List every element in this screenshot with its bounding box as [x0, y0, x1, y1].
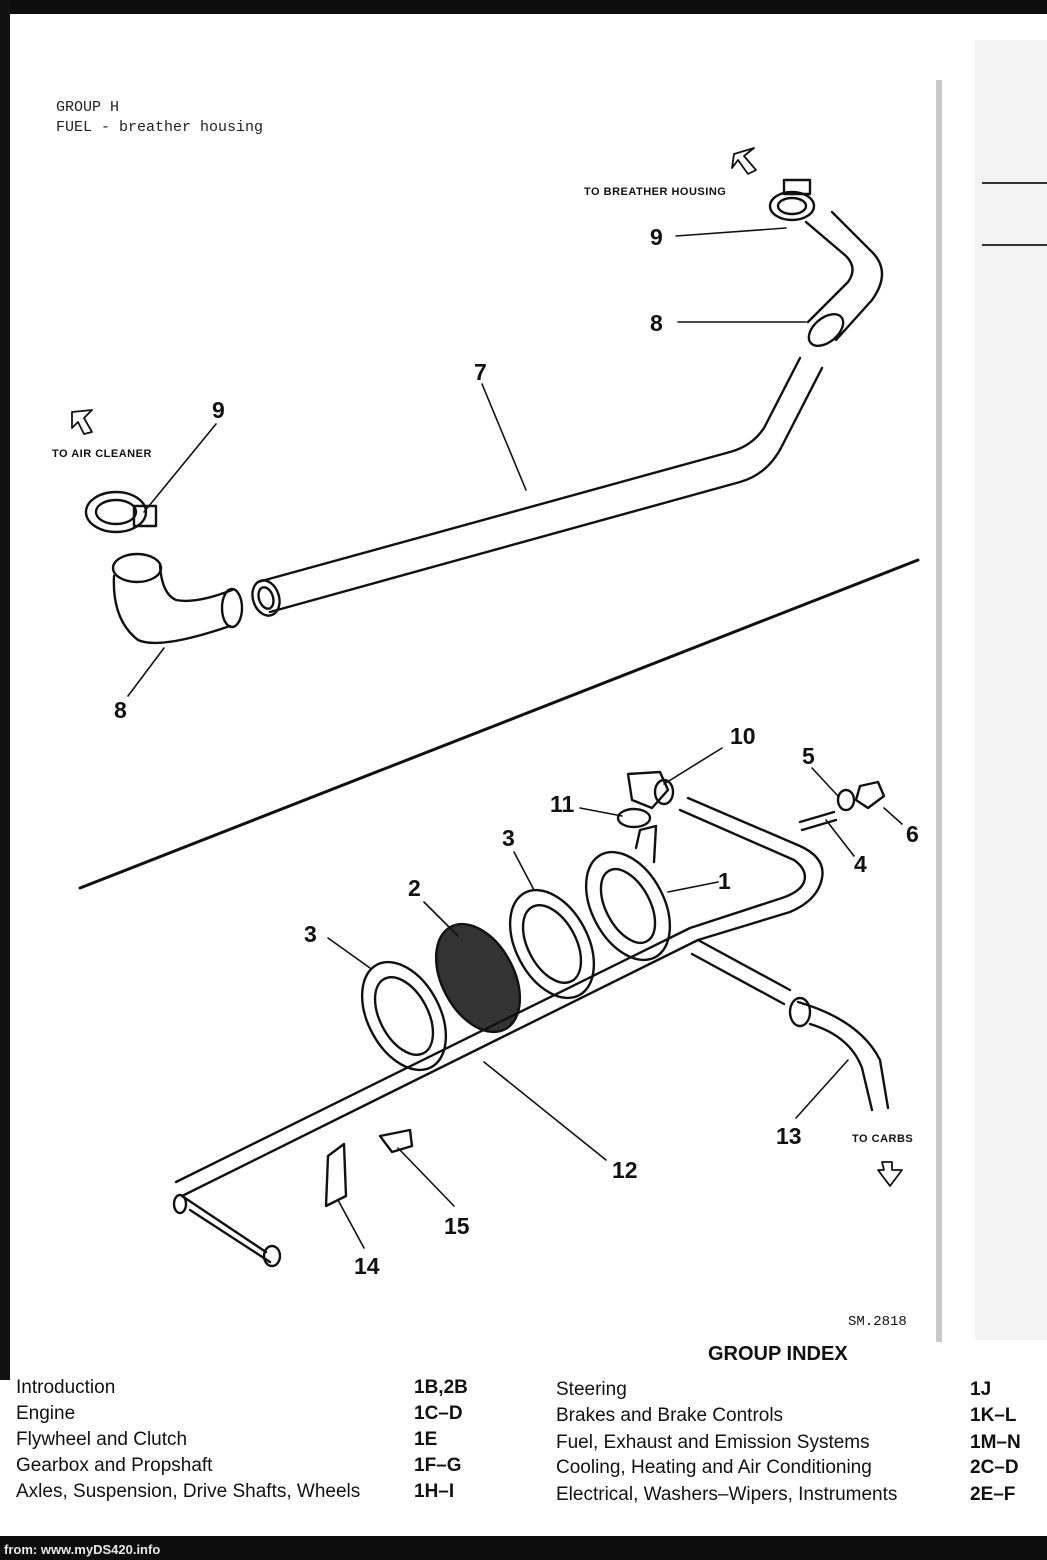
callout-3: 3	[304, 921, 317, 947]
callout-9: 9	[212, 397, 225, 423]
breather-housing	[584, 850, 672, 962]
callout-4: 4	[854, 851, 867, 877]
index-code-fuel-exhaust[interactable]: 1M–N	[970, 1432, 1021, 1453]
breather-pipe	[256, 356, 824, 614]
carb-hose	[796, 1000, 890, 1112]
upper-elbow-hose	[804, 210, 884, 342]
callout-15: 15	[444, 1213, 470, 1239]
stud	[798, 810, 838, 832]
pipe-clip	[378, 1128, 414, 1154]
breather-pipe-end	[251, 579, 281, 617]
note-to-breather-housing: TO BREATHER HOUSING	[584, 186, 726, 198]
scan-frame-left	[0, 0, 10, 1380]
index-item-cooling-heating[interactable]: Cooling, Heating and Air Conditioning	[556, 1457, 872, 1478]
index-item-engine[interactable]: Engine	[16, 1403, 76, 1424]
index-item-axles-suspension[interactable]: Axles, Suspension, Drive Shafts, Wheels	[16, 1481, 361, 1502]
index-code-axles-suspension[interactable]: 1H–I	[414, 1481, 455, 1502]
index-code-brakes[interactable]: 1K–L	[970, 1405, 1017, 1426]
callout-9: 9	[650, 224, 663, 250]
callout-8: 8	[114, 697, 127, 723]
scan-frame-top	[0, 0, 1047, 14]
nut	[854, 780, 886, 810]
note-to-air-cleaner: TO AIR CLEANER	[52, 448, 152, 460]
section-divider	[78, 558, 920, 890]
adjacent-page-edge	[975, 40, 1047, 1340]
upper-hose-clip	[768, 190, 816, 222]
index-code-engine[interactable]: 1C–D	[414, 1403, 463, 1424]
arrow-to-carbs-icon	[877, 1161, 903, 1187]
banjo-union	[626, 770, 670, 810]
gasket-right	[508, 888, 596, 1000]
callout-3: 3	[502, 825, 515, 851]
index-item-steering[interactable]: Steering	[556, 1379, 627, 1400]
callout-12: 12	[612, 1157, 638, 1183]
index-code-flywheel-clutch[interactable]: 1E	[414, 1429, 438, 1450]
gauze-filter	[434, 922, 522, 1034]
callout-1: 1	[718, 868, 731, 894]
adjacent-page-rule	[982, 182, 1047, 184]
group-subtitle: FUEL - breather housing	[56, 119, 264, 136]
index-item-gearbox-propshaft[interactable]: Gearbox and Propshaft	[16, 1455, 213, 1476]
index-code-electrical[interactable]: 2E–F	[970, 1484, 1016, 1505]
index-code-gearbox-propshaft[interactable]: 1F–G	[414, 1455, 462, 1476]
sealing-washer	[616, 807, 652, 829]
index-item-electrical[interactable]: Electrical, Washers–Wipers, Instruments	[556, 1484, 898, 1505]
index-item-introduction[interactable]: Introduction	[16, 1377, 116, 1398]
group-label: GROUP H	[56, 99, 120, 116]
gasket-left	[360, 960, 448, 1072]
index-item-brakes[interactable]: Brakes and Brake Controls	[556, 1405, 784, 1426]
arrow-to-air-cleaner-icon	[71, 409, 93, 435]
illustration-plate	[14, 14, 936, 1336]
callout-2: 2	[408, 875, 421, 901]
washer	[836, 788, 856, 812]
source-watermark: from: www.myDS420.info	[4, 1542, 161, 1557]
plate-edge-shadow	[936, 80, 942, 1342]
callout-11: 11	[550, 791, 575, 817]
group-index-heading: GROUP INDEX	[708, 1343, 848, 1365]
page-title: GROUP H FUEL - breather housing	[56, 98, 263, 138]
callout-14: 14	[354, 1253, 380, 1279]
index-code-steering[interactable]: 1J	[970, 1379, 992, 1400]
callout-7: 7	[474, 359, 487, 385]
callout-5: 5	[802, 743, 815, 769]
index-code-cooling-heating[interactable]: 2C–D	[970, 1457, 1019, 1478]
scan-frame-bottom	[0, 1536, 1047, 1560]
callout-6: 6	[906, 821, 919, 847]
lower-hose-clip	[84, 490, 148, 534]
adjacent-page-rule	[982, 244, 1047, 246]
lower-elbow-hose	[112, 564, 234, 645]
note-to-carbs: TO CARBS	[852, 1133, 913, 1145]
callout-8: 8	[650, 310, 663, 336]
callout-10: 10	[730, 723, 756, 749]
plate-reference: SM.2818	[848, 1314, 907, 1330]
mounting-bracket	[324, 1142, 348, 1208]
index-item-flywheel-clutch[interactable]: Flywheel and Clutch	[16, 1429, 188, 1450]
index-code-introduction[interactable]: 1B,2B	[414, 1377, 468, 1398]
callout-13: 13	[776, 1123, 802, 1149]
exploded-parts-diagram: TO BREATHER HOUSING TO AIR CLEANER TO CA…	[52, 147, 920, 1330]
index-item-fuel-exhaust[interactable]: Fuel, Exhaust and Emission Systems	[556, 1432, 870, 1453]
pipe-assembly	[174, 796, 824, 1198]
arrow-to-breather-housing-icon	[731, 147, 757, 175]
